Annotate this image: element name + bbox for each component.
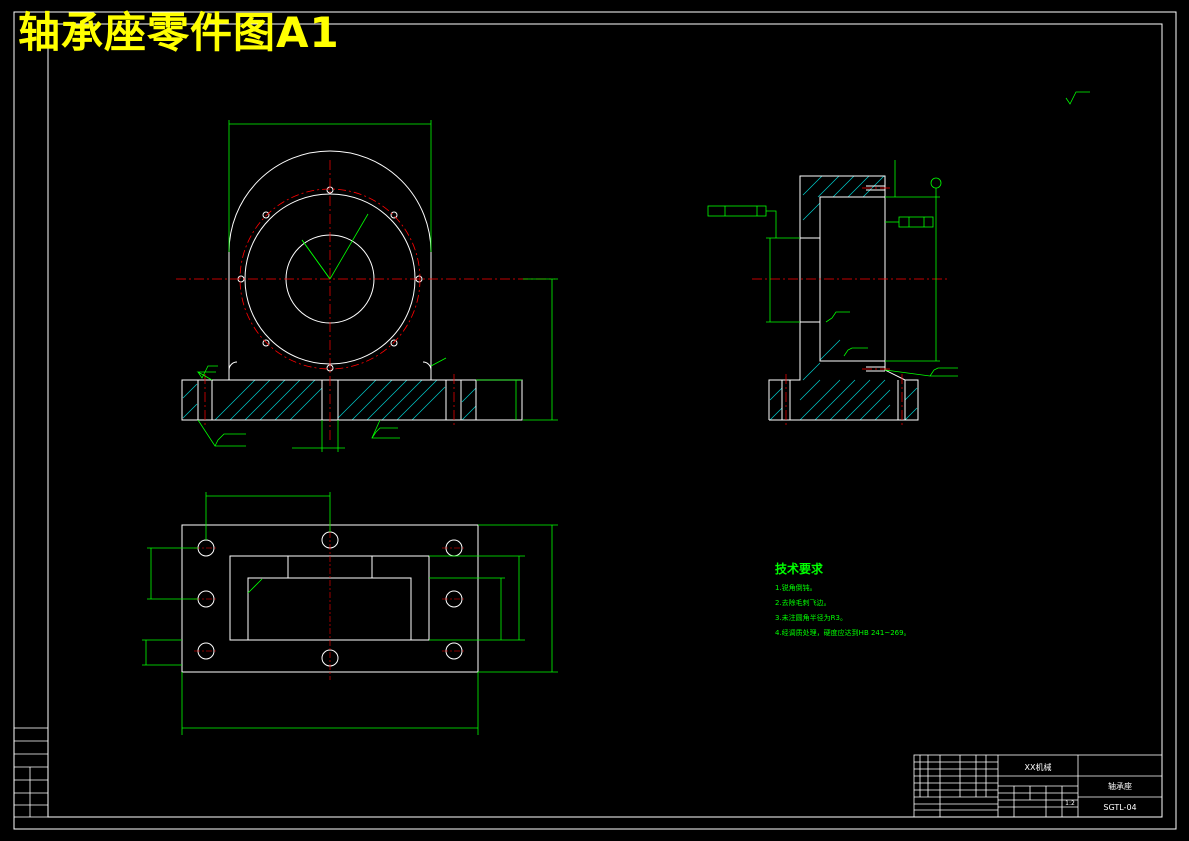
title-block-text: XX机械 轴承座 SGTL-04 1:2: [1025, 762, 1137, 812]
side-view: [752, 175, 950, 425]
title-block-company: XX机械: [1025, 762, 1052, 772]
title-block-part-name: 轴承座: [1108, 781, 1132, 791]
top-view-dimensions: [142, 492, 558, 735]
technical-requirement-item: 1.锐角倒钝。: [775, 584, 817, 592]
technical-requirements: 技术要求 1.锐角倒钝。 2.去除毛刺飞边。 3.未注圆角半径为R3。 4.经调…: [775, 560, 911, 643]
sheet-inner-border: [47, 23, 1163, 818]
technical-requirement-item: 2.去除毛刺飞边。: [775, 599, 831, 607]
top-view: [181, 520, 479, 680]
front-view: [176, 150, 555, 440]
title-block-scale: 1:2: [1065, 800, 1075, 807]
technical-requirement-item: 4.经调质处理，硬度应达到HB 241~269。: [775, 629, 911, 637]
surface-roughness-symbols: [197, 91, 1090, 447]
front-view-dimensions: [196, 120, 558, 452]
drawing-title: 轴承座零件图A1: [18, 8, 340, 57]
technical-requirement-item: 3.未注圆角半径为R3。: [775, 614, 847, 622]
title-block: [913, 754, 1163, 818]
side-view-dimensions: [707, 160, 958, 377]
technical-requirements-heading: 技术要求: [775, 562, 824, 576]
sheet-outer-border: [13, 11, 1177, 830]
title-block-drawing-no: SGTL-04: [1103, 803, 1136, 812]
front-base-hatch: [182, 379, 477, 421]
left-record-table: [13, 727, 49, 818]
